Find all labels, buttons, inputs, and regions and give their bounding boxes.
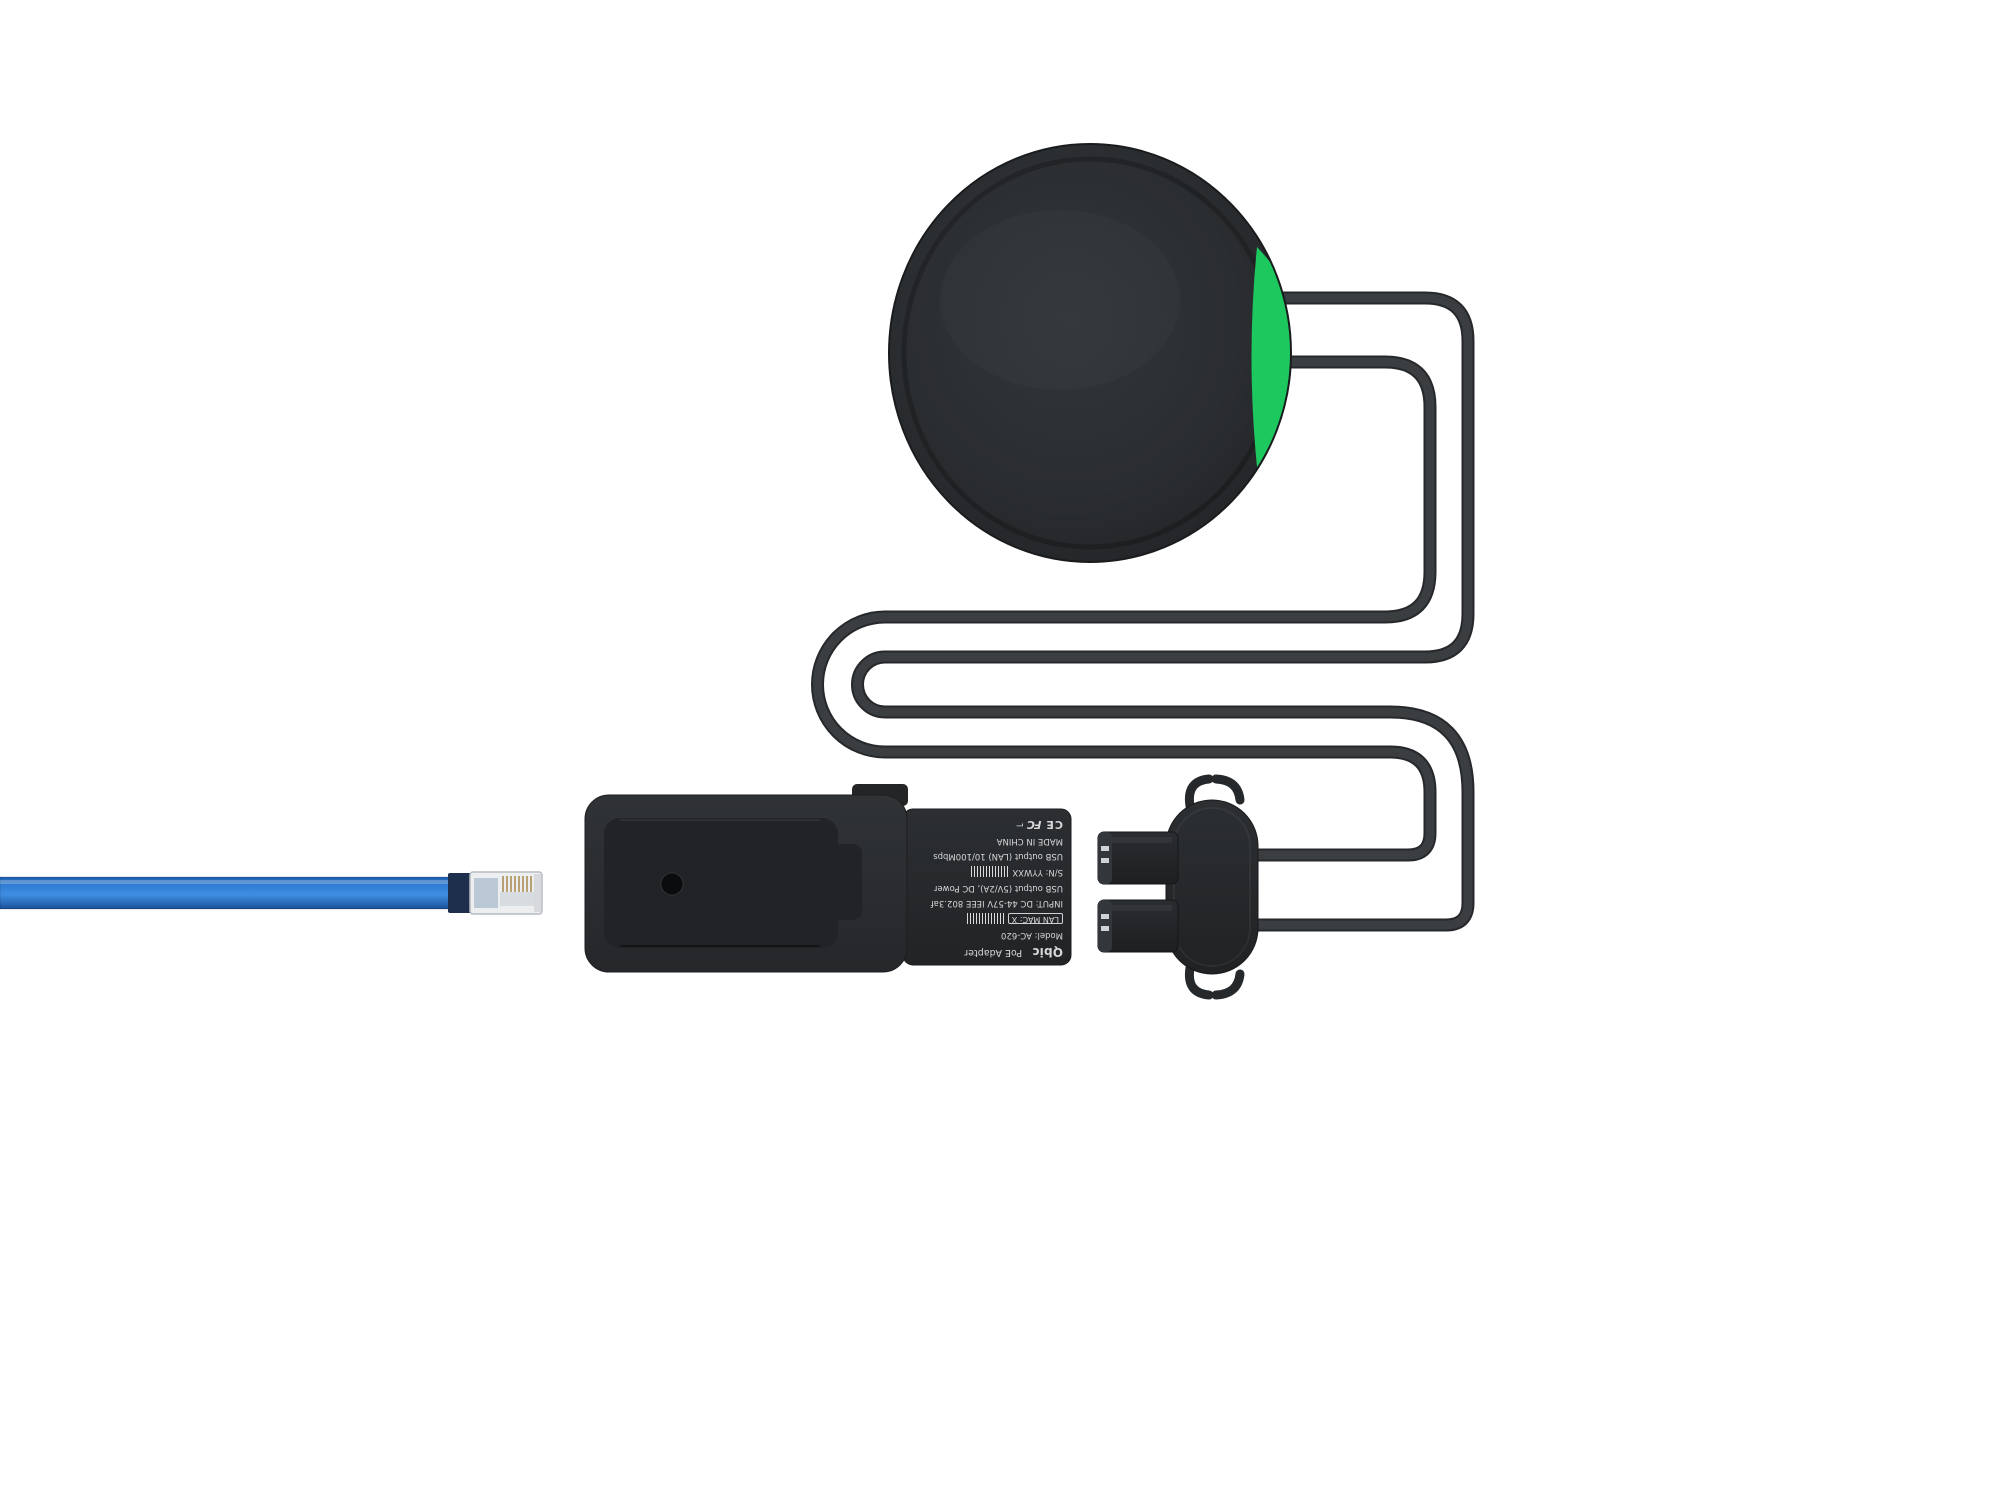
- label-input: INPUT: DC 44-57V IEEE 802.3af: [930, 898, 1063, 909]
- power-cable-lower: [853, 293, 1473, 930]
- usb-contact: [1101, 858, 1109, 863]
- label-mac-row: LAN MAC: X: [911, 912, 1063, 924]
- rj45-pins: [502, 876, 532, 892]
- usb-plug-upper-top-sheen: [1112, 837, 1172, 843]
- lan-mac-box: LAN MAC: X: [1007, 913, 1063, 924]
- cable-cap-assembly: [1097, 774, 1259, 1000]
- product-name: PoE Adapter: [964, 946, 1023, 958]
- device-disc-highlight: [940, 210, 1180, 390]
- serial-barcode: [970, 866, 1009, 878]
- mac-barcode: [965, 912, 1004, 924]
- rj45-contact-block: [500, 892, 534, 906]
- usb-contact: [1101, 914, 1109, 919]
- cable-cap-rim: [1173, 807, 1251, 967]
- corner-mark-icon: ⌐: [1015, 818, 1024, 830]
- adapter-label: Qbic PoE Adapter Model: AC-620 LAN MAC: …: [911, 818, 1063, 959]
- rj45-cable-entry: [474, 878, 498, 908]
- cover-screw-hole: [660, 872, 684, 896]
- label-model: Model: AC-620: [1001, 930, 1063, 941]
- usb-plug-upper: [1097, 831, 1179, 885]
- ce-mark: CE: [1045, 818, 1063, 832]
- usb-contact: [1101, 926, 1109, 931]
- label-usb-power: USB output (5V/2A), DC Power: [933, 883, 1063, 894]
- poe-adapter: [584, 784, 1072, 973]
- serial-number: S/N: YYWXX: [1012, 867, 1063, 878]
- label-made-in: MADE IN CHINA: [996, 836, 1063, 847]
- label-serial-row: S/N: YYWXX: [911, 866, 1063, 877]
- power-cables: [811, 291, 1475, 932]
- usb-plug-lower-top-sheen: [1112, 905, 1172, 911]
- usb-plug-lower: [1097, 899, 1179, 953]
- rj45-front-face: [534, 874, 541, 912]
- cover-recess: [604, 818, 838, 948]
- ethernet-cable-highlight: [0, 880, 450, 884]
- brand-logo: Qbic: [1032, 945, 1063, 959]
- ethernet-cable-assembly: [0, 871, 543, 915]
- label-brand-row: Qbic PoE Adapter: [911, 945, 1063, 959]
- device-disc: [888, 143, 1292, 563]
- fcc-mark: FC: [1027, 818, 1042, 832]
- ethernet-cable-boot: [448, 873, 472, 913]
- label-marks-row: CE FC ⌐: [911, 818, 1063, 832]
- usb-contact: [1101, 846, 1109, 851]
- label-usb-lan: USB output (LAN) 10/100Mbps: [933, 851, 1063, 862]
- round-device: [888, 143, 1292, 563]
- led-ring-segment: [1251, 247, 1290, 467]
- power-cable-upper: [813, 357, 1435, 860]
- cable-cap: [1165, 799, 1259, 975]
- cap-hook-top: [1184, 774, 1245, 811]
- cap-hook-bottom: [1184, 963, 1245, 1000]
